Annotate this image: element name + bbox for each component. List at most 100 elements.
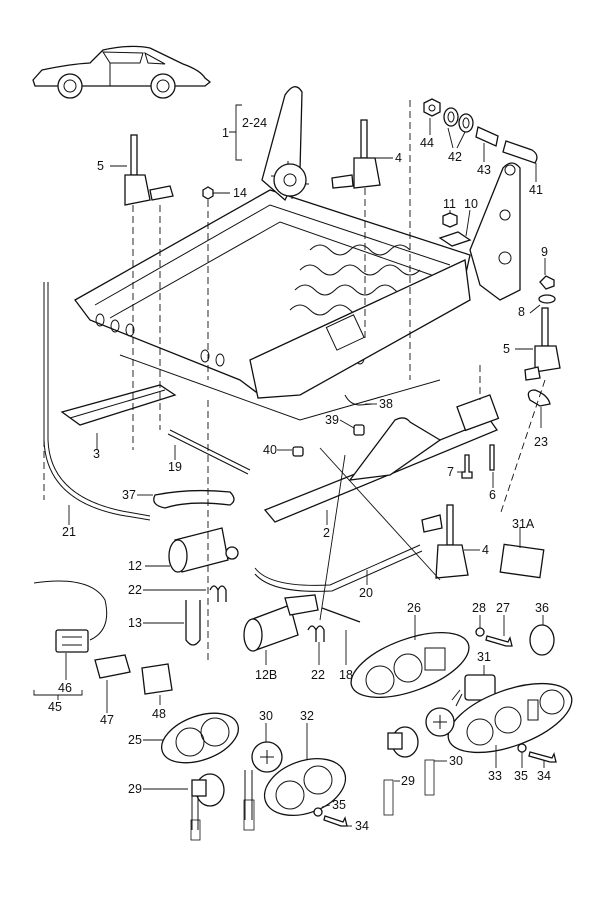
cable-19 xyxy=(167,429,251,475)
callout-39[interactable]: 39 xyxy=(325,413,339,427)
callout-35-right[interactable]: 35 xyxy=(514,769,528,783)
callout-42[interactable]: 42 xyxy=(448,150,462,164)
washer-28 xyxy=(475,627,485,637)
callout-19[interactable]: 19 xyxy=(168,460,182,474)
callout-32[interactable]: 32 xyxy=(300,709,314,723)
connector-47 xyxy=(94,654,131,679)
callout-37[interactable]: 37 xyxy=(122,488,136,502)
callout-5-left[interactable]: 5 xyxy=(97,159,104,173)
height-adjuster-4-lower xyxy=(421,504,469,579)
switch-30-left xyxy=(243,741,283,831)
trim-panel-33 xyxy=(447,682,573,754)
u-bolt-13 xyxy=(185,600,201,646)
callout-27[interactable]: 27 xyxy=(496,601,510,615)
switch-housing-26 xyxy=(350,631,470,699)
callout-5-right[interactable]: 5 xyxy=(503,342,510,356)
clip-23 xyxy=(527,389,551,407)
callout-4-lower[interactable]: 4 xyxy=(482,543,489,557)
leader-lines xyxy=(33,104,546,827)
screw-34-left xyxy=(323,815,348,827)
callout-30-right[interactable]: 30 xyxy=(449,754,463,768)
switch-housing-25 xyxy=(161,712,239,764)
callout-34-right[interactable]: 34 xyxy=(537,769,551,783)
callout-3[interactable]: 3 xyxy=(93,447,100,461)
washer-35-left xyxy=(313,807,323,817)
switch-29-right xyxy=(383,726,419,816)
callout-6[interactable]: 6 xyxy=(489,488,496,502)
motor-12b xyxy=(243,594,361,652)
cable-20 xyxy=(254,544,423,592)
nut-11 xyxy=(442,212,458,228)
callout-29-right[interactable]: 29 xyxy=(401,774,415,788)
callout-18[interactable]: 18 xyxy=(339,668,353,682)
callout-28[interactable]: 28 xyxy=(472,601,486,615)
car-thumbnail xyxy=(32,45,212,99)
callout-22-a[interactable]: 22 xyxy=(128,583,142,597)
seat-rail-3 xyxy=(60,384,177,426)
callout-44[interactable]: 44 xyxy=(420,136,434,150)
callout-2-24[interactable]: 2-24 xyxy=(242,116,267,130)
harness-connector-46 xyxy=(33,580,108,653)
callout-23[interactable]: 23 xyxy=(534,435,548,449)
callout-9[interactable]: 9 xyxy=(541,245,548,259)
cap-36 xyxy=(529,624,555,656)
cable-guide-37 xyxy=(153,489,235,509)
clip-22-b xyxy=(307,625,325,642)
callout-31[interactable]: 31 xyxy=(477,650,491,664)
callout-14[interactable]: 14 xyxy=(233,186,247,200)
callout-12[interactable]: 12 xyxy=(128,559,142,573)
switch-30-right xyxy=(424,707,455,796)
callout-41[interactable]: 41 xyxy=(529,183,543,197)
callout-2[interactable]: 2 xyxy=(323,526,330,540)
cable-21 xyxy=(43,282,151,521)
callout-46[interactable]: 46 xyxy=(58,681,72,695)
height-adjuster-5-right xyxy=(524,307,561,381)
callout-7[interactable]: 7 xyxy=(447,465,454,479)
callout-29-left[interactable]: 29 xyxy=(128,782,142,796)
callout-25[interactable]: 25 xyxy=(128,733,142,747)
screw-27 xyxy=(485,635,513,647)
callout-20[interactable]: 20 xyxy=(359,586,373,600)
callout-48[interactable]: 48 xyxy=(152,707,166,721)
callout-35-left[interactable]: 35 xyxy=(332,798,346,812)
callout-22-b[interactable]: 22 xyxy=(311,668,325,682)
callout-8[interactable]: 8 xyxy=(518,305,525,319)
callout-47[interactable]: 47 xyxy=(100,713,114,727)
clip-10 xyxy=(438,231,472,247)
callout-labels: 1 2-24 2 3 4 4 5 5 6 7 8 9 10 11 12 12B … xyxy=(48,116,551,833)
callout-10[interactable]: 10 xyxy=(464,197,478,211)
callout-34-left[interactable]: 34 xyxy=(355,819,369,833)
callout-33[interactable]: 33 xyxy=(488,769,502,783)
relay-31a xyxy=(499,543,545,579)
seat-back-hinge-left xyxy=(261,86,309,202)
seat-frame xyxy=(74,189,471,421)
washer-35-right xyxy=(517,743,527,753)
callout-36[interactable]: 36 xyxy=(535,601,549,615)
height-adjuster-4-top xyxy=(331,119,381,189)
callout-13[interactable]: 13 xyxy=(128,616,142,630)
seat-back-hinge-right xyxy=(469,162,521,301)
switch-31 xyxy=(451,674,496,707)
callout-26[interactable]: 26 xyxy=(407,601,421,615)
callout-30-left[interactable]: 30 xyxy=(259,709,273,723)
bolt-7 xyxy=(461,454,473,479)
nut-14 xyxy=(202,186,214,200)
hose-38 xyxy=(344,394,373,406)
callout-31a[interactable]: 31A xyxy=(512,517,535,531)
callout-4-top[interactable]: 4 xyxy=(395,151,402,165)
callout-40[interactable]: 40 xyxy=(263,443,277,457)
switch-29-left xyxy=(190,773,225,841)
callout-21[interactable]: 21 xyxy=(62,525,76,539)
assembly-lines xyxy=(43,100,546,660)
callout-11[interactable]: 11 xyxy=(443,197,456,211)
connector-48 xyxy=(141,663,173,695)
callout-45[interactable]: 45 xyxy=(48,700,62,714)
callout-43[interactable]: 43 xyxy=(477,163,491,177)
callout-12b[interactable]: 12B xyxy=(255,668,277,682)
bolt-6 xyxy=(489,444,495,471)
seat-rail-2 xyxy=(263,394,500,523)
callout-1[interactable]: 1 xyxy=(222,126,229,140)
callout-38[interactable]: 38 xyxy=(379,397,393,411)
bushing-39 xyxy=(353,424,365,436)
